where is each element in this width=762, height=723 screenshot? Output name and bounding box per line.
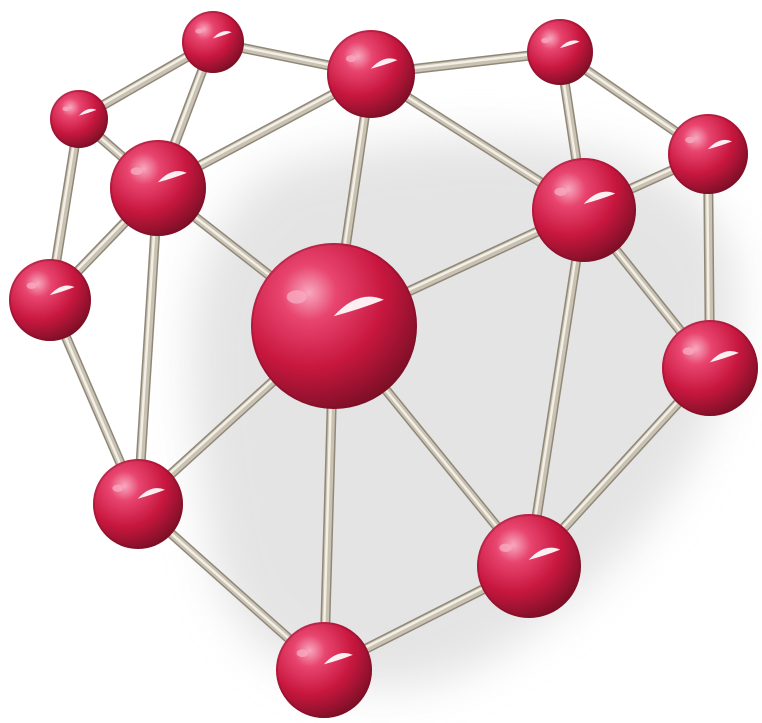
atom-sphere <box>50 90 108 148</box>
sphere-spot <box>297 649 309 657</box>
sphere-spot <box>112 485 123 492</box>
sphere-spot <box>685 137 695 143</box>
atom-sphere <box>327 30 415 118</box>
sphere-spot <box>499 544 511 552</box>
sphere-spot <box>683 347 695 355</box>
atom-sphere <box>668 114 748 194</box>
atom-sphere <box>251 243 417 409</box>
sphere-spot <box>131 167 143 175</box>
atom-sphere <box>9 259 91 341</box>
atom-sphere <box>182 11 244 73</box>
sphere-spot <box>195 29 202 34</box>
atom-sphere <box>662 320 758 416</box>
atom-sphere <box>477 514 581 618</box>
atom-sphere <box>110 140 206 236</box>
cast-shadow <box>191 137 738 687</box>
atom-sphere <box>527 19 593 85</box>
atom-sphere <box>276 622 372 718</box>
sphere-spot <box>346 55 357 62</box>
atom-sphere <box>532 158 636 262</box>
shadow-blob <box>191 137 738 687</box>
atom-sphere <box>93 459 183 549</box>
sphere-spot <box>27 282 37 289</box>
sphere-spot <box>541 38 549 43</box>
sphere-spot <box>554 188 566 196</box>
sphere-spot <box>287 290 307 303</box>
sphere-spot <box>62 107 69 112</box>
